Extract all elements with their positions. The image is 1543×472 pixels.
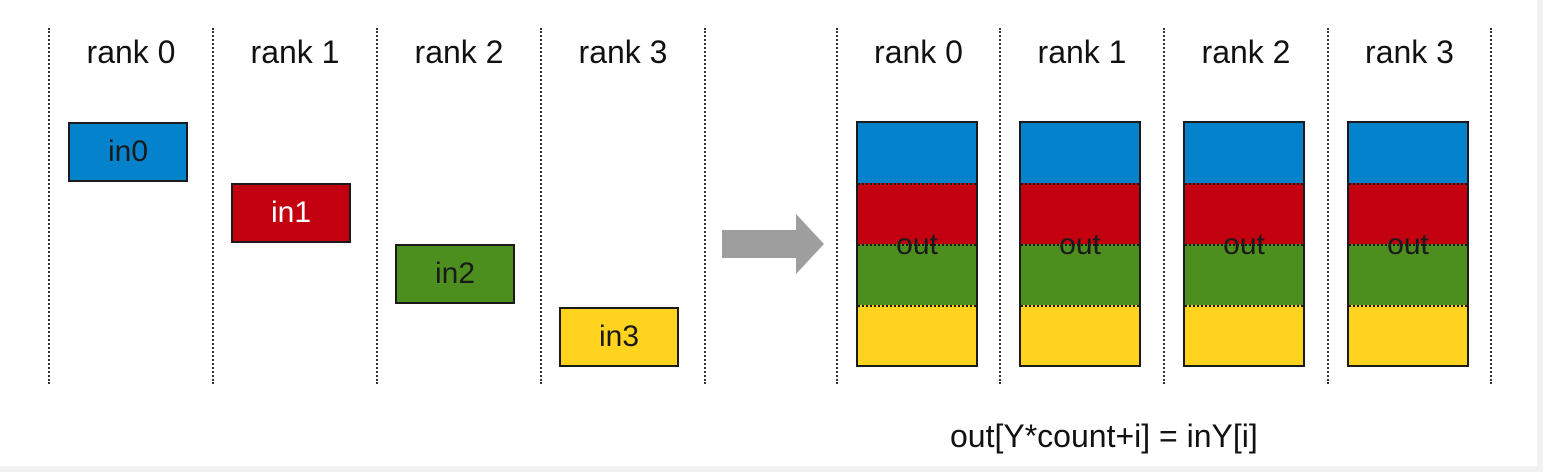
out-segment-in1 <box>1021 183 1139 244</box>
output-buffer-rank-2: out <box>1183 121 1305 367</box>
out-segment-in2 <box>1021 244 1139 305</box>
out-label: out <box>1223 228 1265 261</box>
divider <box>1163 28 1165 384</box>
out-segment-in0 <box>1021 123 1139 183</box>
input-buffer-in1: in1 <box>231 183 351 243</box>
rank-label-right-1: rank 1 <box>1037 34 1127 70</box>
allgather-formula: out[Y*count+i] = inY[i] <box>950 418 1258 454</box>
out-segment-in3 <box>1021 305 1139 365</box>
out-segment-in0 <box>858 123 976 183</box>
rank-label-left-3: rank 3 <box>578 34 668 70</box>
divider <box>540 28 542 384</box>
input-buffer-in2: in2 <box>395 244 515 304</box>
divider <box>376 28 378 384</box>
divider <box>704 28 706 384</box>
out-segment-in1 <box>858 183 976 244</box>
rank-label-right-3: rank 3 <box>1365 34 1454 70</box>
output-buffer-rank-1: out <box>1019 121 1141 367</box>
out-segment-in1 <box>1185 183 1303 244</box>
out-label: out <box>1387 228 1429 261</box>
rank-label-left-0: rank 0 <box>86 34 176 70</box>
out-segment-in2 <box>858 244 976 305</box>
divider <box>1490 28 1492 384</box>
rank-label-right-2: rank 2 <box>1201 34 1291 70</box>
divider <box>836 28 838 384</box>
input-buffer-in3: in3 <box>559 307 679 367</box>
rank-label-left-2: rank 2 <box>414 34 504 70</box>
input-buffer-in0: in0 <box>68 122 188 182</box>
out-label: out <box>1059 228 1101 261</box>
out-segment-in1 <box>1349 183 1467 244</box>
out-segment-in0 <box>1349 123 1467 183</box>
rank-label-left-1: rank 1 <box>250 34 340 70</box>
divider <box>212 28 214 384</box>
out-segment-in2 <box>1185 244 1303 305</box>
out-segment-in3 <box>1185 305 1303 365</box>
divider <box>1327 28 1329 384</box>
out-label: out <box>896 228 938 261</box>
out-segment-in3 <box>1349 305 1467 365</box>
rank-label-right-0: rank 0 <box>874 34 963 70</box>
right-arrow-icon <box>722 214 824 274</box>
divider <box>48 28 50 384</box>
out-segment-in0 <box>1185 123 1303 183</box>
output-buffer-rank-0: out <box>856 121 978 367</box>
output-buffer-rank-3: out <box>1347 121 1469 367</box>
out-segment-in2 <box>1349 244 1467 305</box>
divider <box>999 28 1001 384</box>
out-segment-in3 <box>858 305 976 365</box>
